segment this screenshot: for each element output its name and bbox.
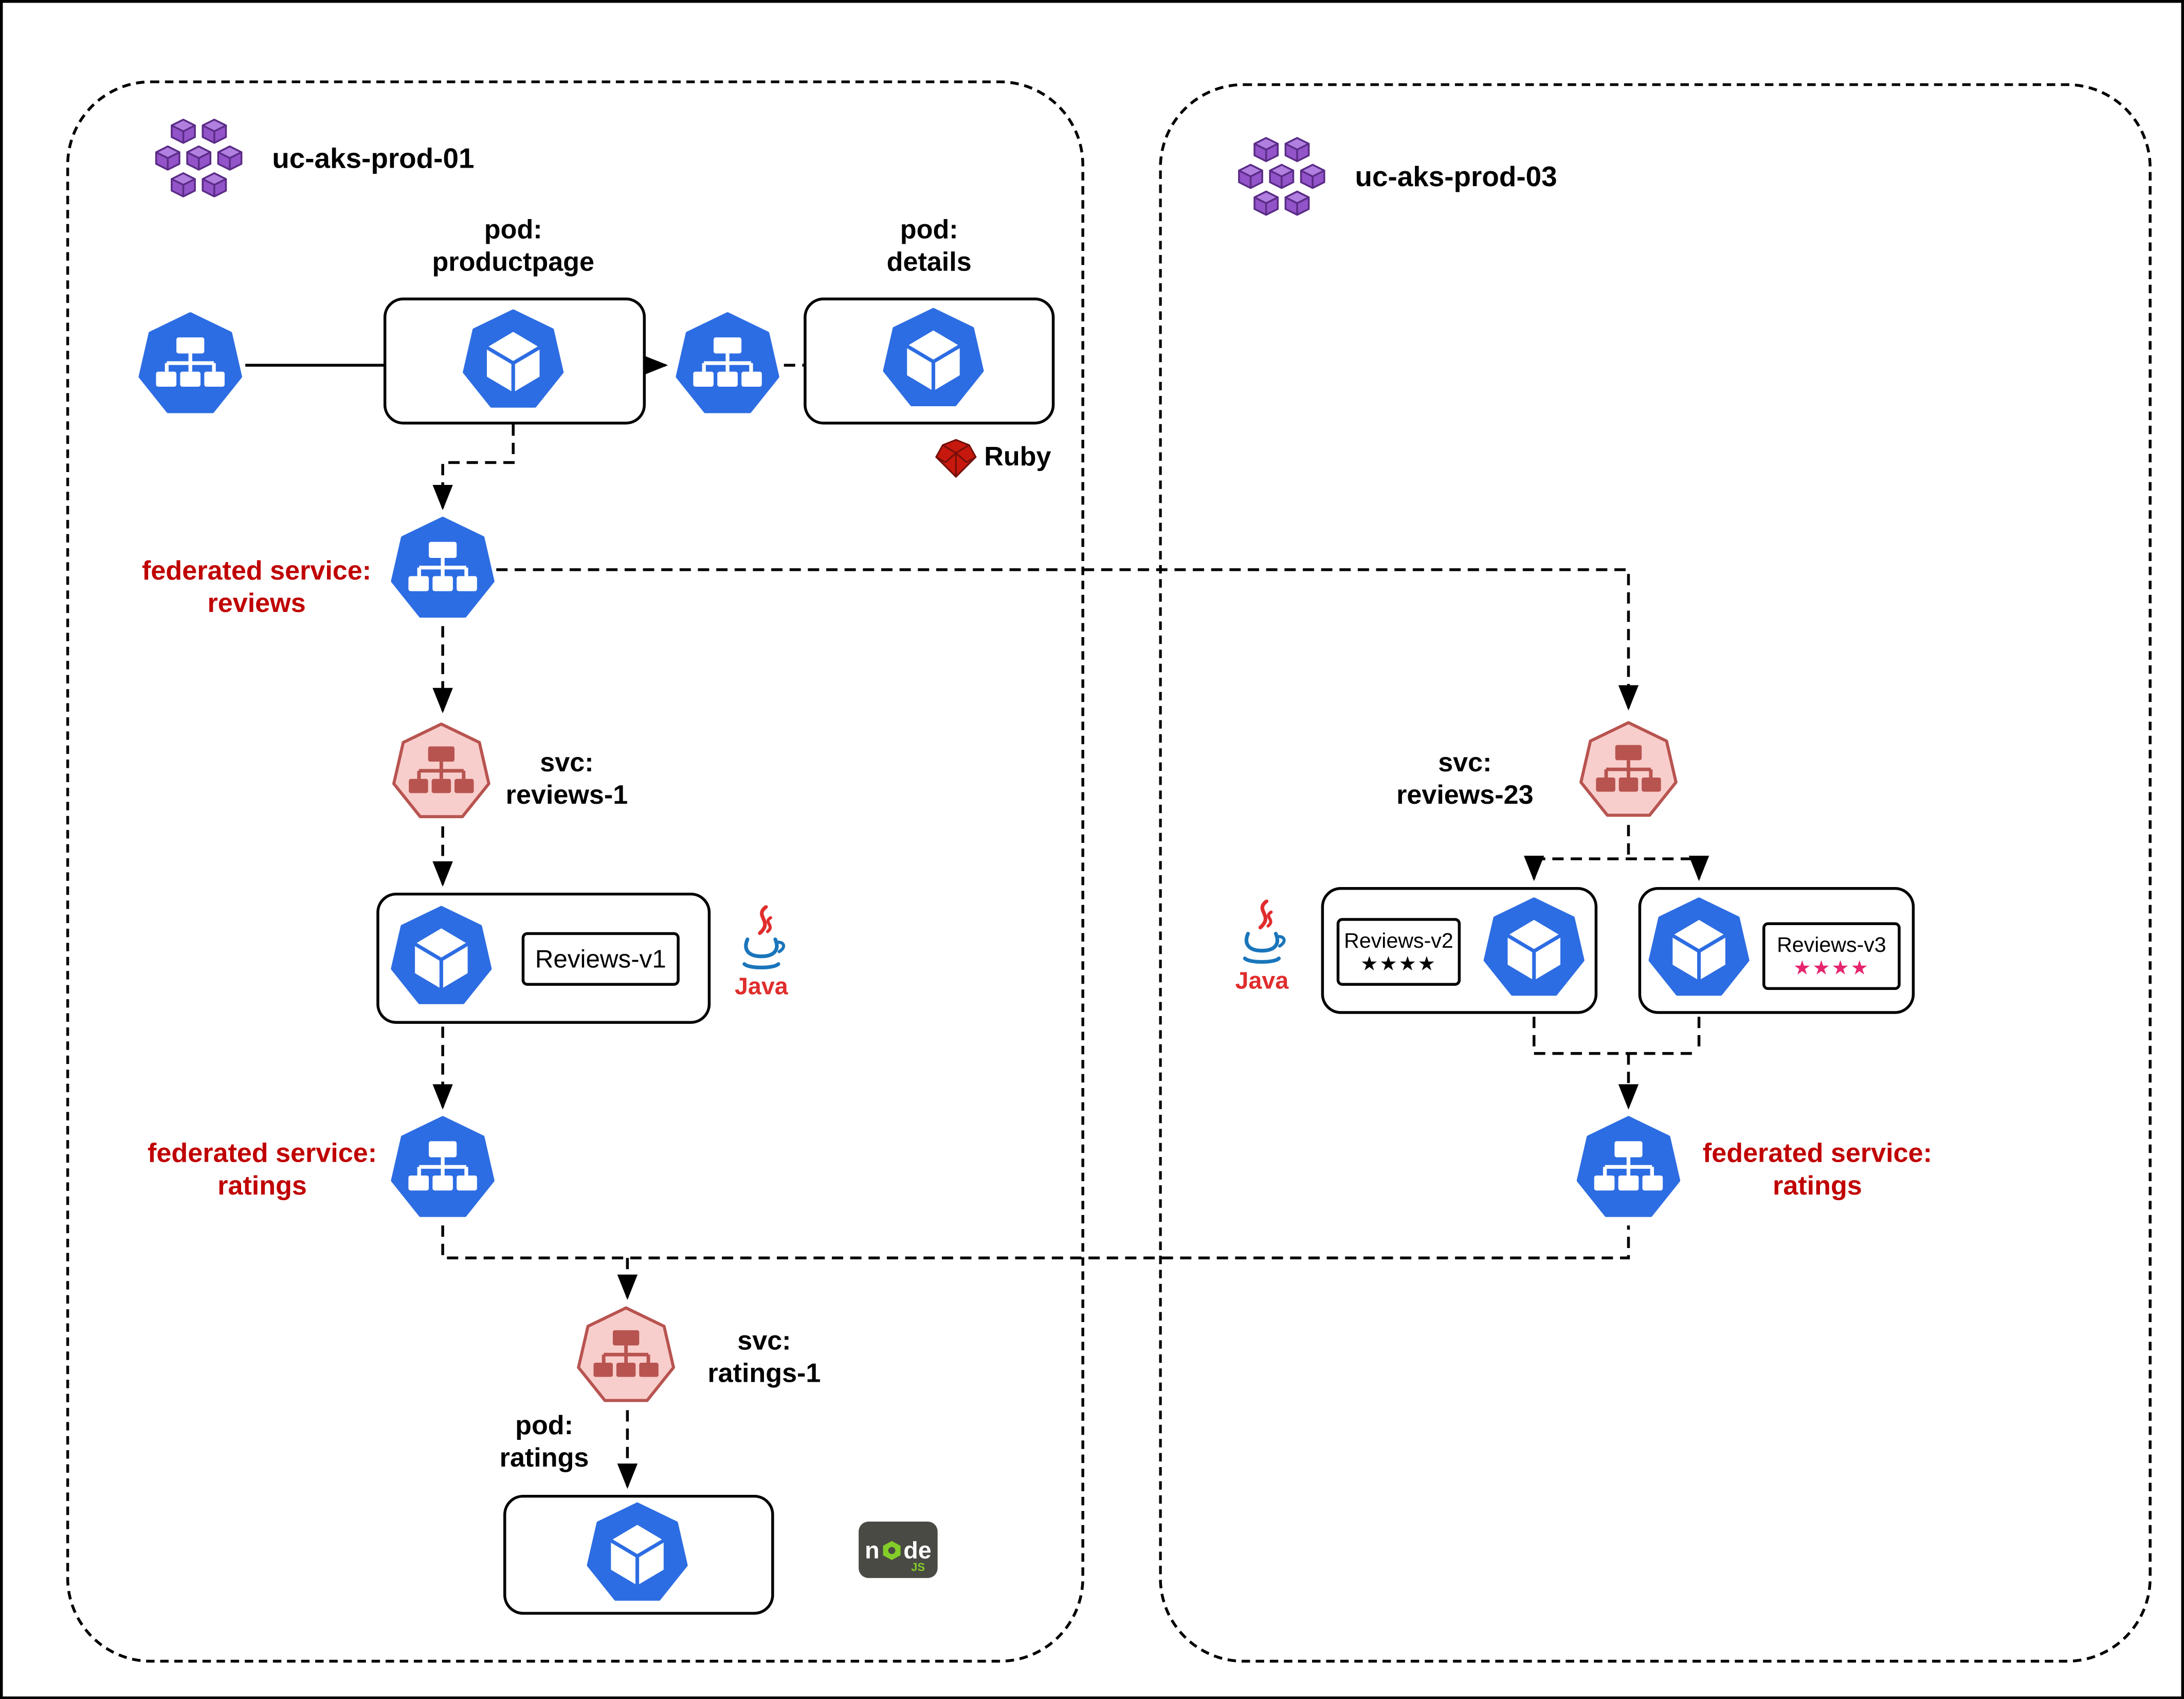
federated-ratings-right-label: federated service: ratings	[1702, 1139, 1932, 1202]
reviews-v1-tag: Reviews-v1	[521, 932, 680, 986]
nodejs-de: de	[903, 1536, 932, 1563]
federated-reviews-label: federated service: reviews	[142, 557, 372, 620]
federated-service-reviews-icon	[389, 516, 496, 623]
svc-reviews-1-label: svc: reviews-1	[505, 749, 628, 811]
service-icon-details	[674, 312, 781, 419]
pod-ratings-icon	[585, 1502, 689, 1606]
svc-ratings-1-icon	[575, 1306, 677, 1407]
svc-reviews-23-label: svc: reviews-23	[1396, 749, 1534, 811]
reviews-v3-stars: ★★★★	[1793, 955, 1870, 979]
cluster-name: uc-aks-prod-01	[272, 143, 475, 174]
ruby-gem-icon	[935, 439, 977, 478]
cluster-boundary-prod03	[1159, 83, 2152, 1663]
java-cup-icon	[742, 905, 786, 970]
pod-productpage-icon	[461, 309, 566, 413]
nodejs-n: n	[865, 1536, 880, 1563]
pod-ratings-label: pod: ratings	[499, 1412, 589, 1474]
nodejs-js: JS	[911, 1561, 925, 1574]
cluster-header-prod03: uc-aks-prod-03	[1234, 134, 1557, 222]
pod-productpage-label: pod: productpage	[432, 215, 595, 278]
federated-service-ratings-right-icon	[1575, 1115, 1682, 1222]
java-label: Java	[735, 973, 788, 1000]
nodejs-hexagon-icon	[882, 1540, 900, 1560]
nodejs-logo: n de JS	[859, 1522, 938, 1578]
reviews-v2-tag: Reviews-v2 ★★★★	[1336, 918, 1461, 986]
pod-reviews-v2-icon	[1482, 897, 1586, 1001]
reviews-v3-tag: Reviews-v3 ★★★★	[1762, 922, 1901, 990]
pod-details-label: pod: details	[886, 215, 972, 278]
java-logo-right: Java	[1229, 899, 1294, 996]
cluster-boundary-prod01	[66, 80, 1084, 1663]
reviews-v2-stars: ★★★★	[1360, 951, 1437, 974]
pod-reviews-v1-icon	[389, 906, 494, 1010]
svc-reviews-23-icon	[1578, 720, 1679, 822]
java-label: Java	[1235, 967, 1289, 995]
pod-reviews-v3-icon	[1647, 897, 1751, 1001]
service-icon-ingress	[137, 312, 244, 419]
ruby-logo: Ruby	[935, 437, 1051, 479]
cluster-header-prod01: uc-aks-prod-01	[151, 116, 474, 203]
pod-details-icon	[881, 308, 986, 412]
federated-ratings-left-label: federated service: ratings	[148, 1139, 377, 1202]
cluster-name: uc-aks-prod-03	[1355, 161, 1557, 193]
federated-service-ratings-left-icon	[389, 1115, 496, 1222]
java-logo-left: Java	[729, 905, 794, 1001]
kubernetes-cluster-icon	[155, 118, 243, 198]
svc-ratings-1-label: svc: ratings-1	[707, 1327, 821, 1389]
java-cup-icon	[1243, 899, 1286, 964]
kubernetes-cluster-icon	[1237, 137, 1325, 216]
ruby-label: Ruby	[984, 443, 1051, 473]
